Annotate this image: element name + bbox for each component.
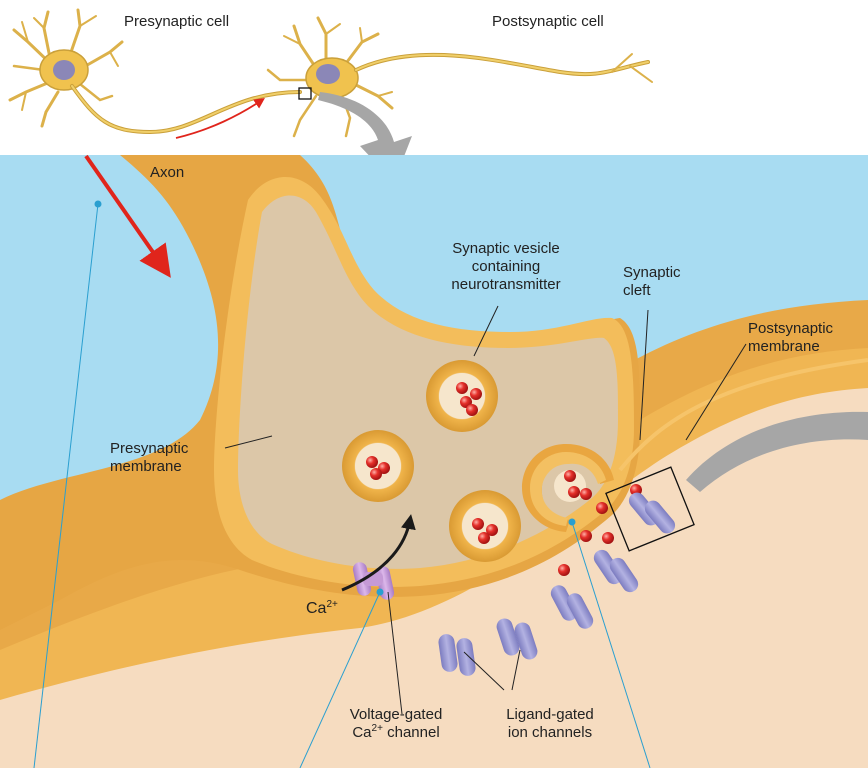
label-calcium-ion: Ca2+	[306, 600, 338, 618]
signal-direction-arrow-small	[176, 100, 262, 138]
synaptic-vesicle	[342, 430, 414, 502]
synaptic-vesicle	[449, 490, 521, 562]
label-ligand-gated-channels: Ligand-gated ion channels	[490, 706, 610, 742]
synaptic-vesicle	[426, 360, 498, 432]
label-postsynaptic-membrane: Postsynaptic membrane	[748, 320, 833, 356]
label-synaptic-cleft: Synaptic cleft	[623, 264, 681, 300]
label-voltage-gated-channel: Voltage-gated Ca2+ channel	[332, 706, 460, 742]
postsynaptic-neuron	[268, 18, 652, 136]
label-presynaptic-cell: Presynaptic cell	[124, 13, 229, 31]
label-synaptic-vesicle: Synaptic vesicle containing neurotransmi…	[426, 240, 586, 294]
label-axon: Axon	[150, 164, 184, 182]
label-presynaptic-membrane: Presynaptic membrane	[110, 440, 188, 476]
label-postsynaptic-cell: Postsynaptic cell	[492, 13, 604, 31]
